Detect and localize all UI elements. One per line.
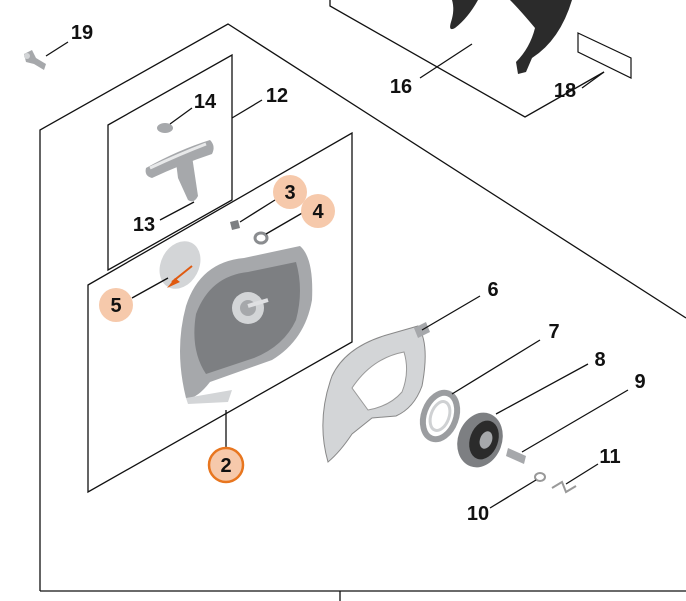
callout-4[interactable]: 4 [301, 194, 335, 228]
callout-12[interactable]: 12 [266, 85, 288, 107]
bracket-16-18 [329, 0, 605, 118]
leader-13 [159, 201, 195, 221]
callout-2[interactable]: 2 [207, 446, 245, 484]
part-9-pin [506, 448, 526, 464]
leader-6 [421, 295, 481, 331]
callout-10[interactable]: 10 [467, 503, 489, 525]
leader-4 [265, 211, 305, 235]
part-19-screw [24, 50, 46, 70]
callout-19[interactable]: 19 [71, 22, 93, 44]
part-6-shroud [322, 322, 430, 463]
part-7-spring [419, 389, 461, 443]
callout-16[interactable]: 16 [390, 76, 412, 98]
part-5-disc [159, 241, 201, 289]
callout-8[interactable]: 8 [594, 349, 605, 371]
part-16-bracket [450, 0, 572, 74]
callout-5-label: 5 [110, 295, 121, 317]
part-4-washer [253, 231, 269, 245]
part-2-starter-cover [180, 246, 313, 404]
callout-18[interactable]: 18 [554, 80, 576, 102]
part-13-handle [145, 140, 214, 202]
part-11-spring-clip [551, 480, 577, 494]
leader-9 [521, 389, 629, 453]
leader-5 [131, 277, 169, 299]
box-handle-group [107, 53, 233, 272]
box-starter-group [87, 131, 353, 494]
callout-5[interactable]: 5 [99, 288, 133, 322]
leader-14 [169, 107, 193, 125]
leader-19 [45, 41, 69, 57]
leader-11 [565, 463, 599, 485]
assembly-frame [39, 23, 686, 591]
leader-7 [451, 339, 541, 395]
leader-8 [495, 363, 589, 415]
leader-10 [489, 479, 537, 509]
callout-13[interactable]: 13 [133, 214, 155, 236]
label-plate-18 [577, 32, 632, 79]
part-8-pulley [457, 412, 503, 468]
leader-18 [581, 71, 605, 89]
part-10-clip [534, 472, 546, 482]
leader-16 [419, 43, 473, 79]
callout-11[interactable]: 11 [599, 446, 620, 468]
leader-12 [231, 99, 263, 119]
leader-3 [239, 199, 276, 223]
callout-3-label: 3 [284, 182, 295, 204]
callout-14[interactable]: 14 [194, 91, 217, 113]
part-3-screw [230, 220, 240, 230]
callout-6[interactable]: 6 [487, 279, 498, 301]
callout-7[interactable]: 7 [548, 321, 559, 343]
callout-2-label: 2 [220, 455, 231, 477]
callout-4-label: 4 [312, 201, 324, 223]
callout-9[interactable]: 9 [634, 371, 645, 393]
part-14-plug [157, 123, 173, 133]
callout-3[interactable]: 3 [273, 175, 307, 209]
